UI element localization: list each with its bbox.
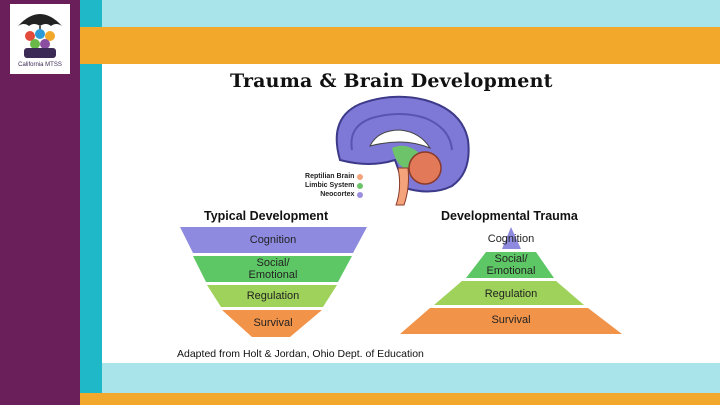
typical-regulation-band [207, 285, 337, 307]
bottom-banner [102, 363, 720, 393]
legend-item-neocortex: Neocortex [305, 190, 364, 199]
developmental-trauma-title: Developmental Trauma [441, 209, 578, 223]
legend-dot-icon [357, 182, 364, 189]
typical-regulation-label: Regulation [246, 290, 300, 302]
typical-cognition-label: Cognition [249, 234, 297, 246]
brain-legend: Reptilian Brain Limbic System Neocortex [305, 172, 364, 199]
legend-item-reptilian: Reptilian Brain [305, 172, 364, 181]
trauma-cognition-band [502, 227, 521, 249]
trauma-regulation-band [434, 281, 584, 305]
typical-survival-label: Survival [253, 317, 293, 329]
typical-social-label: Social/Emotional [248, 257, 298, 281]
legend-label: Limbic System [305, 182, 355, 189]
trauma-survival-band [400, 308, 622, 334]
top-banner [102, 0, 720, 27]
typical-survival-band [222, 310, 322, 337]
legend-label: Neocortex [320, 191, 355, 198]
trauma-regulation-label: Regulation [484, 288, 538, 300]
teal-accent-strip [80, 0, 102, 405]
umbrella-logo-icon [18, 14, 62, 58]
logo-text: California MTSS [18, 62, 62, 68]
trauma-social-label: Social/Emotional [486, 253, 536, 277]
typical-development-title: Typical Development [204, 209, 329, 223]
typical-cognition-band [180, 227, 367, 253]
source-credit: Adapted from Holt & Jordan, Ohio Dept. o… [177, 348, 424, 360]
legend-dot-icon [357, 173, 364, 180]
legend-dot-icon [357, 191, 364, 198]
header-band [80, 27, 720, 64]
slide-title: Trauma & Brain Development [230, 70, 553, 92]
logo: California MTSS [10, 4, 70, 74]
legend-item-limbic: Limbic System [305, 181, 364, 190]
footer-band [80, 393, 720, 405]
trauma-survival-label: Survival [491, 314, 531, 326]
trauma-social-band [466, 252, 554, 278]
typical-social-band [193, 256, 352, 282]
legend-label: Reptilian Brain [305, 173, 355, 180]
trauma-cognition-label: Cognition [487, 233, 535, 245]
